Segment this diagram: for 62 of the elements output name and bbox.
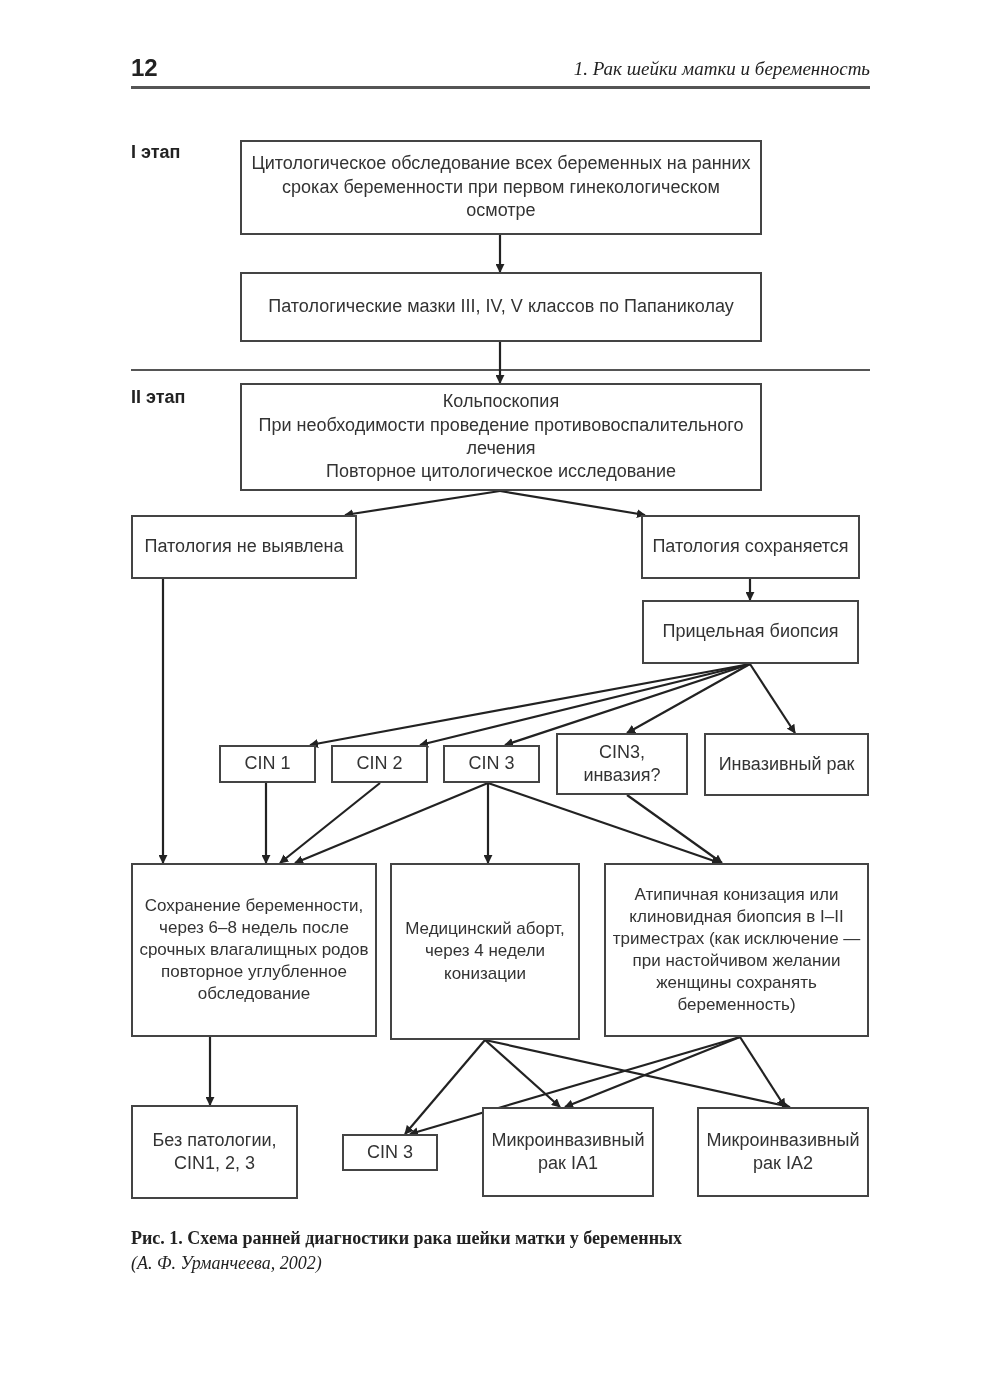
- process-box: [443, 745, 540, 783]
- process-box: [219, 745, 316, 783]
- box-text: CIN3, инвазия?: [582, 740, 662, 787]
- arrow: [626, 663, 751, 734]
- box-text: Микроинвазивный рак IA2: [705, 1128, 861, 1175]
- box-text: CIN 3: [367, 1140, 413, 1164]
- box-text: Без патологии, CIN1, 2, 3: [151, 1128, 278, 1175]
- process-box: [482, 1107, 654, 1197]
- arrow: [158, 579, 168, 864]
- box-text: Патология не выявлена: [144, 535, 344, 559]
- arrow: [745, 579, 755, 601]
- page-number: 12: [131, 54, 158, 82]
- process-box: [131, 1105, 298, 1199]
- process-box: [240, 383, 762, 491]
- arrow: [261, 783, 271, 864]
- arrow: [749, 663, 796, 734]
- box-text: Повторное цитологическое исследование: [325, 460, 677, 484]
- box-text: Прицельная биопсия: [662, 620, 839, 644]
- process-box: [131, 515, 357, 579]
- arrow: [484, 1039, 561, 1108]
- box-text: Кольпоскопия: [442, 390, 560, 414]
- box-text: Сохранение беременности, через 6–8 недель после срочных влагалищных родов повторное углубленное обследование: [139, 894, 369, 1006]
- process-box: [604, 863, 869, 1037]
- arrow: [564, 1035, 741, 1109]
- arrow: [483, 783, 493, 864]
- running-header: 1. Рак шейки матки и беременность: [573, 58, 870, 80]
- arrow: [739, 1036, 786, 1108]
- box-text: Микроинвазивный рак IA1: [490, 1128, 646, 1175]
- stage-label: II этап: [131, 387, 186, 408]
- arrow: [404, 1039, 486, 1135]
- arrow: [495, 235, 505, 273]
- process-box: [642, 600, 859, 664]
- box-text: При необходимости проведение противовоспалительного лечения: [257, 413, 745, 460]
- process-box: [131, 863, 377, 1037]
- box-text: Патологические мазки III, IV, V классов по Папаниколау: [268, 295, 734, 319]
- arrow: [499, 489, 646, 519]
- process-box: [342, 1134, 438, 1171]
- arrow: [294, 782, 489, 865]
- box-text: Медицинский аборт, через 4 недели конизации: [404, 918, 566, 985]
- process-box: [240, 140, 762, 235]
- arrow: [495, 342, 505, 384]
- box-text: CIN 1: [244, 752, 291, 776]
- caption-source: (А. Ф. Урманчеева, 2002): [131, 1253, 322, 1274]
- arrow: [626, 794, 723, 864]
- box-text: Цитологическое обследование всех беременных на ранних сроках беременности при первом гинекологическом осмотре: [250, 152, 752, 223]
- process-box: [641, 515, 860, 579]
- process-box: [556, 733, 688, 795]
- box-text: CIN 2: [356, 752, 403, 776]
- arrow: [279, 782, 381, 864]
- process-box: [331, 745, 428, 783]
- figure-caption: Рис. 1. Схема ранней диагностики рака шейки матки у беременных: [131, 1228, 683, 1249]
- process-box: [390, 863, 580, 1040]
- process-box: [240, 272, 762, 342]
- stage-label: I этап: [131, 142, 181, 163]
- box-text: Патология сохраняется: [652, 535, 849, 559]
- process-box: [704, 733, 869, 796]
- arrow: [484, 1038, 791, 1110]
- arrow: [205, 1037, 215, 1106]
- box-text: Инвазивный рак: [718, 752, 855, 776]
- box-text: Атипичная конизация или клиновидная биопсия в I–II триместрах (как исключение — при настойчивом желании женщины сохранять беременность): [612, 883, 861, 1017]
- process-box: [697, 1107, 869, 1197]
- box-text: CIN 3: [468, 752, 515, 776]
